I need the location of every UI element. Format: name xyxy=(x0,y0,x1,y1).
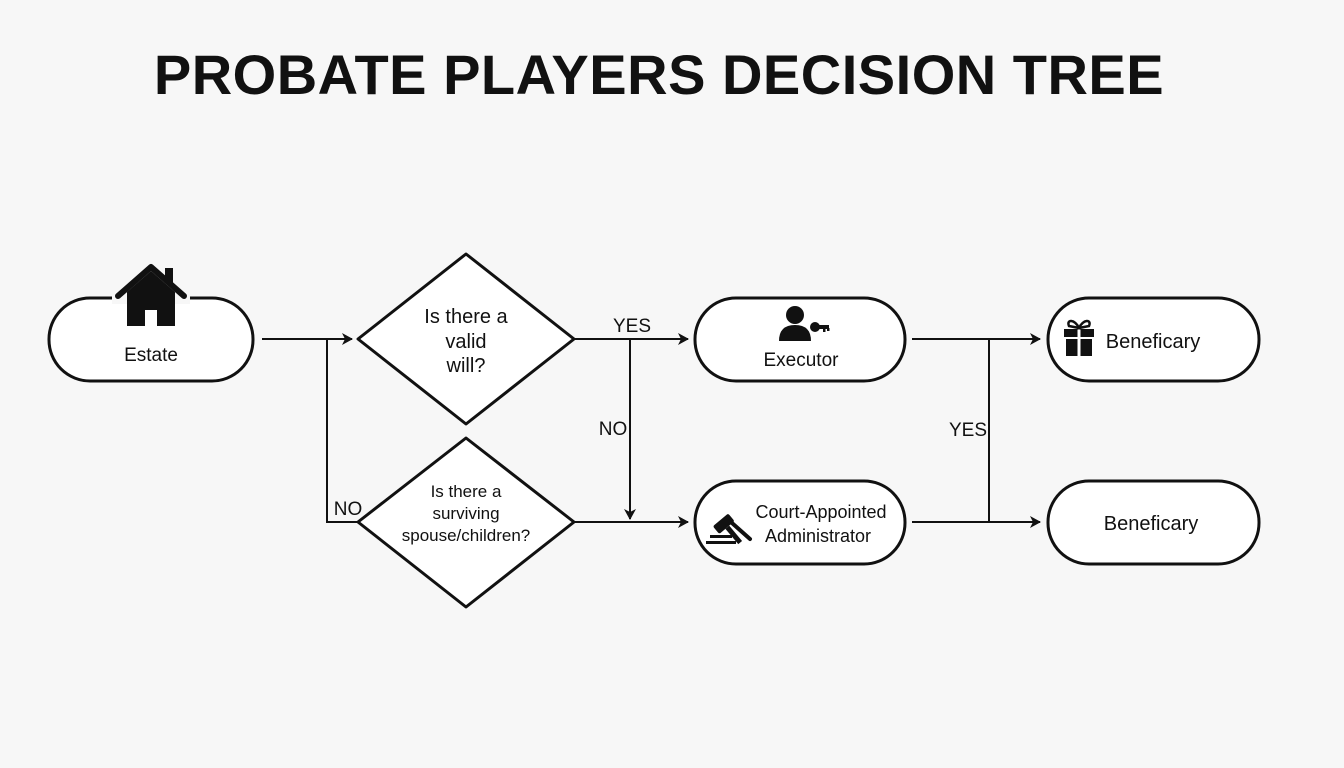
gavel-icon xyxy=(706,514,752,545)
beneficiary-bottom-label: Beneficary xyxy=(1104,513,1199,535)
decision-surviving-spouse: Is there a surviving spouse/children? xyxy=(356,436,576,609)
edge-estate-to-spouse xyxy=(326,339,358,523)
administrator-label-line-1: Court-Appointed xyxy=(755,502,886,522)
administrator-label-line-2: Administrator xyxy=(765,526,871,546)
label-administrator-yes: YES xyxy=(949,420,987,441)
will-question-line-2: valid xyxy=(445,331,486,353)
will-question-line-1: Is there a xyxy=(424,306,508,328)
will-question-line-3: will? xyxy=(446,355,486,377)
node-estate: Estate xyxy=(47,264,255,383)
node-beneficiary-top: Beneficary xyxy=(1046,296,1261,383)
node-administrator: Court-Appointed Administrator xyxy=(693,479,907,566)
beneficiary-top-label: Beneficary xyxy=(1106,331,1201,353)
diagram-title: PROBATE PLAYERS DECISION TREE xyxy=(153,43,1165,106)
person-key-icon xyxy=(779,306,830,341)
node-executor: Executor xyxy=(693,296,907,383)
connectors xyxy=(262,333,1041,528)
spouse-question-line-2: surviving xyxy=(432,504,499,523)
node-beneficiary-bottom: Beneficary xyxy=(1046,479,1261,566)
executor-label: Executor xyxy=(764,350,840,371)
label-spouse-no: NO xyxy=(334,499,363,520)
label-will-yes: YES xyxy=(613,316,651,337)
spouse-question-line-3: spouse/children? xyxy=(402,526,531,545)
spouse-question-line-1: Is there a xyxy=(431,482,502,501)
gift-icon xyxy=(1064,319,1094,356)
estate-label: Estate xyxy=(124,345,178,366)
decision-valid-will: Is there a valid will? xyxy=(356,252,576,426)
house-icon xyxy=(115,264,187,326)
label-will-no: NO xyxy=(599,419,628,440)
